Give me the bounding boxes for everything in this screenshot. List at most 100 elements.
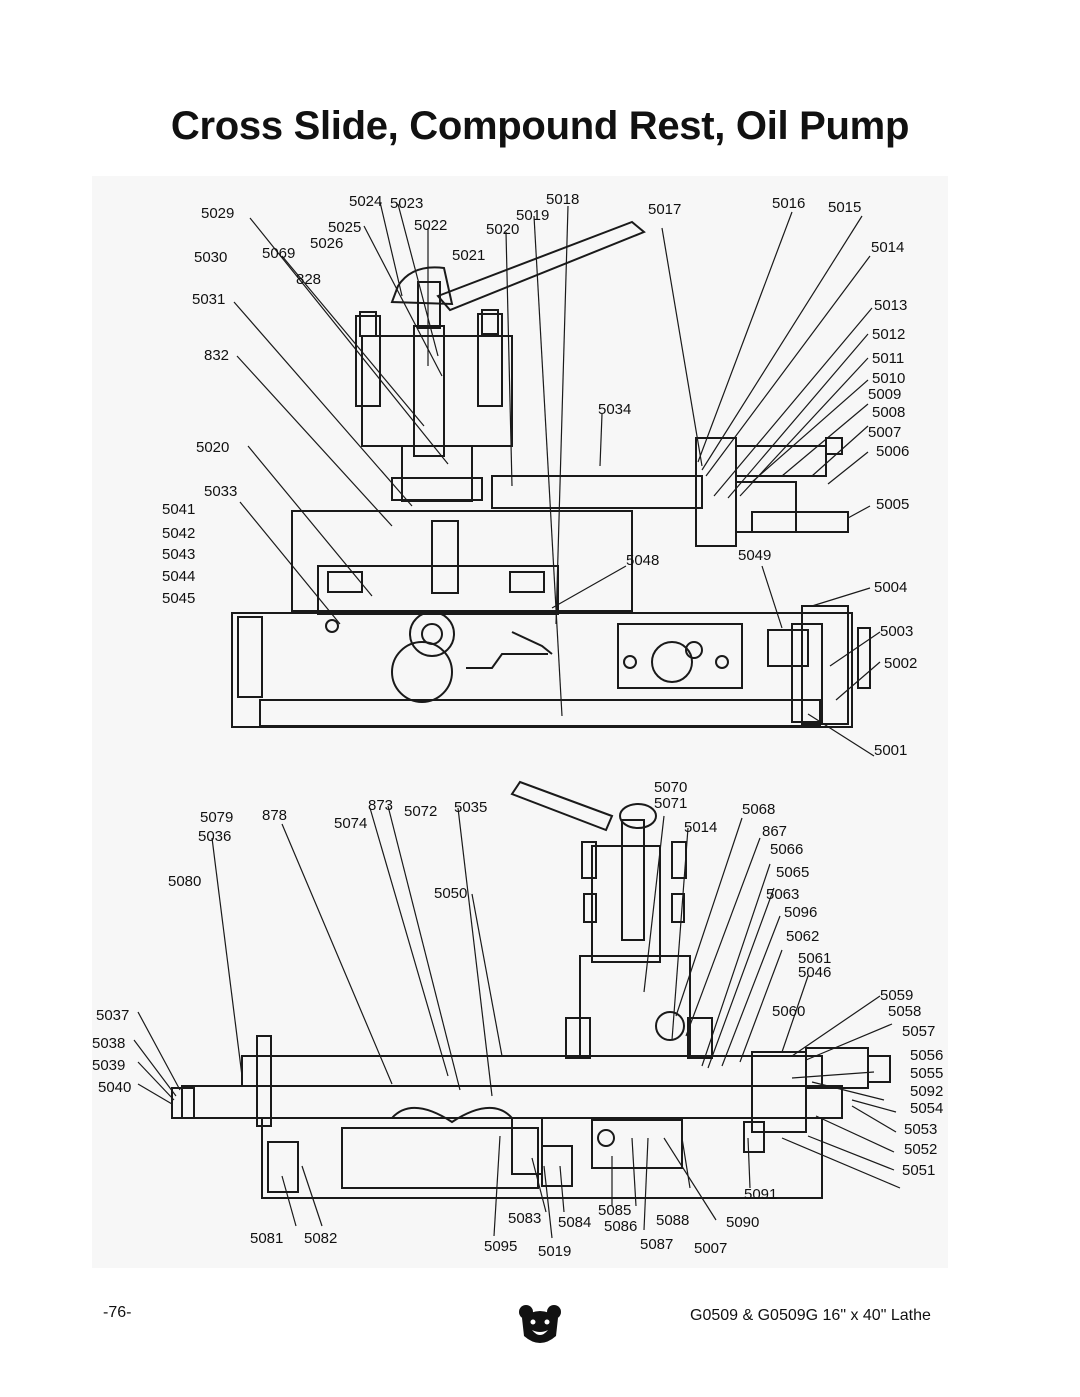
part-label: 5048	[626, 552, 659, 569]
part-label: 5019	[538, 1243, 571, 1260]
part-label: 5014	[684, 819, 717, 836]
part-label: 5025	[328, 219, 361, 236]
compound-body	[291, 510, 633, 612]
part-label: 5043	[162, 546, 195, 563]
cross-screw	[491, 475, 703, 509]
parts-diagram-drawing: 5029 5024 5023 5025 5022 5018 5019 5020 …	[92, 191, 943, 1260]
part-label: 5008	[872, 404, 905, 421]
part-label: 5033	[204, 483, 237, 500]
page-title: Cross Slide, Compound Rest, Oil Pump	[170, 104, 910, 148]
part-label: 5019	[516, 207, 549, 224]
part-label: 5085	[598, 1202, 631, 1219]
part-label: 867	[762, 823, 787, 840]
part-label: 5074	[334, 815, 367, 832]
bear-logo-icon	[519, 1305, 561, 1343]
diagram-labels: 5029 5024 5023 5025 5022 5018 5019 5020 …	[92, 191, 943, 1260]
page-number: -76-	[103, 1304, 132, 1321]
part-label: 5031	[192, 291, 225, 308]
part-label: 5014	[871, 239, 904, 256]
part-label: 5056	[910, 1047, 943, 1064]
part-label: 5021	[452, 247, 485, 264]
part-label: 5035	[454, 799, 487, 816]
part-label: 5088	[656, 1212, 689, 1229]
part-label: 5091	[744, 1186, 777, 1203]
compound-rest-side	[579, 955, 691, 1057]
part-label: 5071	[654, 795, 687, 812]
part-label: 828	[296, 271, 321, 288]
part-label: 5079	[200, 809, 233, 826]
part-label: 5001	[874, 742, 907, 759]
part-label: 873	[368, 797, 393, 814]
part-label: 5087	[640, 1236, 673, 1253]
part-label: 5084	[558, 1214, 591, 1231]
parts-diagram: 5029 5024 5023 5025 5022 5018 5019 5020 …	[92, 176, 948, 1268]
part-label: 5072	[404, 803, 437, 820]
part-label: 5002	[884, 655, 917, 672]
part-label: 5080	[168, 873, 201, 890]
part-label: 5012	[872, 326, 905, 343]
part-label: 5007	[868, 424, 901, 441]
part-label: 5022	[414, 217, 447, 234]
part-label: 5039	[92, 1057, 125, 1074]
part-label: 5024	[349, 193, 382, 210]
part-label: 5015	[828, 199, 861, 216]
part-label: 832	[204, 347, 229, 364]
part-label: 5007	[694, 1240, 727, 1257]
part-label: 5020	[486, 221, 519, 238]
part-label: 5063	[766, 886, 799, 903]
part-label: 5046	[798, 964, 831, 981]
part-label: 5096	[784, 904, 817, 921]
part-label: 5061	[798, 950, 831, 967]
part-label: 5057	[902, 1023, 935, 1040]
part-label: 5090	[726, 1214, 759, 1231]
part-label: 5010	[872, 370, 905, 387]
part-label: 5049	[738, 547, 771, 564]
part-label: 5092	[910, 1083, 943, 1100]
part-label: 5004	[874, 579, 907, 596]
part-label: 5011	[872, 350, 904, 367]
part-label: 5055	[910, 1065, 943, 1082]
handle-top	[436, 220, 646, 312]
part-label: 5051	[902, 1162, 935, 1179]
part-label: 5070	[654, 779, 687, 796]
part-label: 5069	[262, 245, 295, 262]
part-label: 5017	[648, 201, 681, 218]
lead-screw	[181, 1085, 843, 1119]
part-label: 5013	[874, 297, 907, 314]
part-label: 5083	[508, 1210, 541, 1227]
gear-b	[391, 641, 453, 703]
part-label: 5086	[604, 1218, 637, 1235]
part-label: 5052	[904, 1141, 937, 1158]
footer-model: G0509 & G0509G 16" x 40" Lathe	[690, 1307, 931, 1324]
part-label: 5042	[162, 525, 195, 542]
part-label: 5045	[162, 590, 195, 607]
part-label: 5006	[876, 443, 909, 460]
part-label: 5058	[888, 1003, 921, 1020]
part-label: 5009	[868, 386, 901, 403]
part-label: 5023	[390, 195, 423, 212]
part-label: 5026	[310, 235, 343, 252]
part-label: 5065	[776, 864, 809, 881]
part-label: 5016	[772, 195, 805, 212]
part-label: 5038	[92, 1035, 125, 1052]
gear-a	[409, 611, 455, 657]
cross-slide-base	[231, 612, 853, 728]
part-label: 5018	[546, 191, 579, 208]
part-label: 5053	[904, 1121, 937, 1138]
part-label: 5040	[98, 1079, 131, 1096]
part-label: 5044	[162, 568, 195, 585]
part-label: 5030	[194, 249, 227, 266]
part-label: 5036	[198, 828, 231, 845]
part-label: 5041	[162, 501, 195, 518]
part-label: 5020	[196, 439, 229, 456]
part-label: 5082	[304, 1230, 337, 1247]
part-label: 5095	[484, 1238, 517, 1255]
part-label: 5034	[598, 401, 631, 418]
part-label: 5060	[772, 1003, 805, 1020]
part-label: 5029	[201, 205, 234, 222]
part-label: 5062	[786, 928, 819, 945]
part-label: 5066	[770, 841, 803, 858]
part-label: 5037	[96, 1007, 129, 1024]
part-label: 5005	[876, 496, 909, 513]
part-label: 5059	[880, 987, 913, 1004]
